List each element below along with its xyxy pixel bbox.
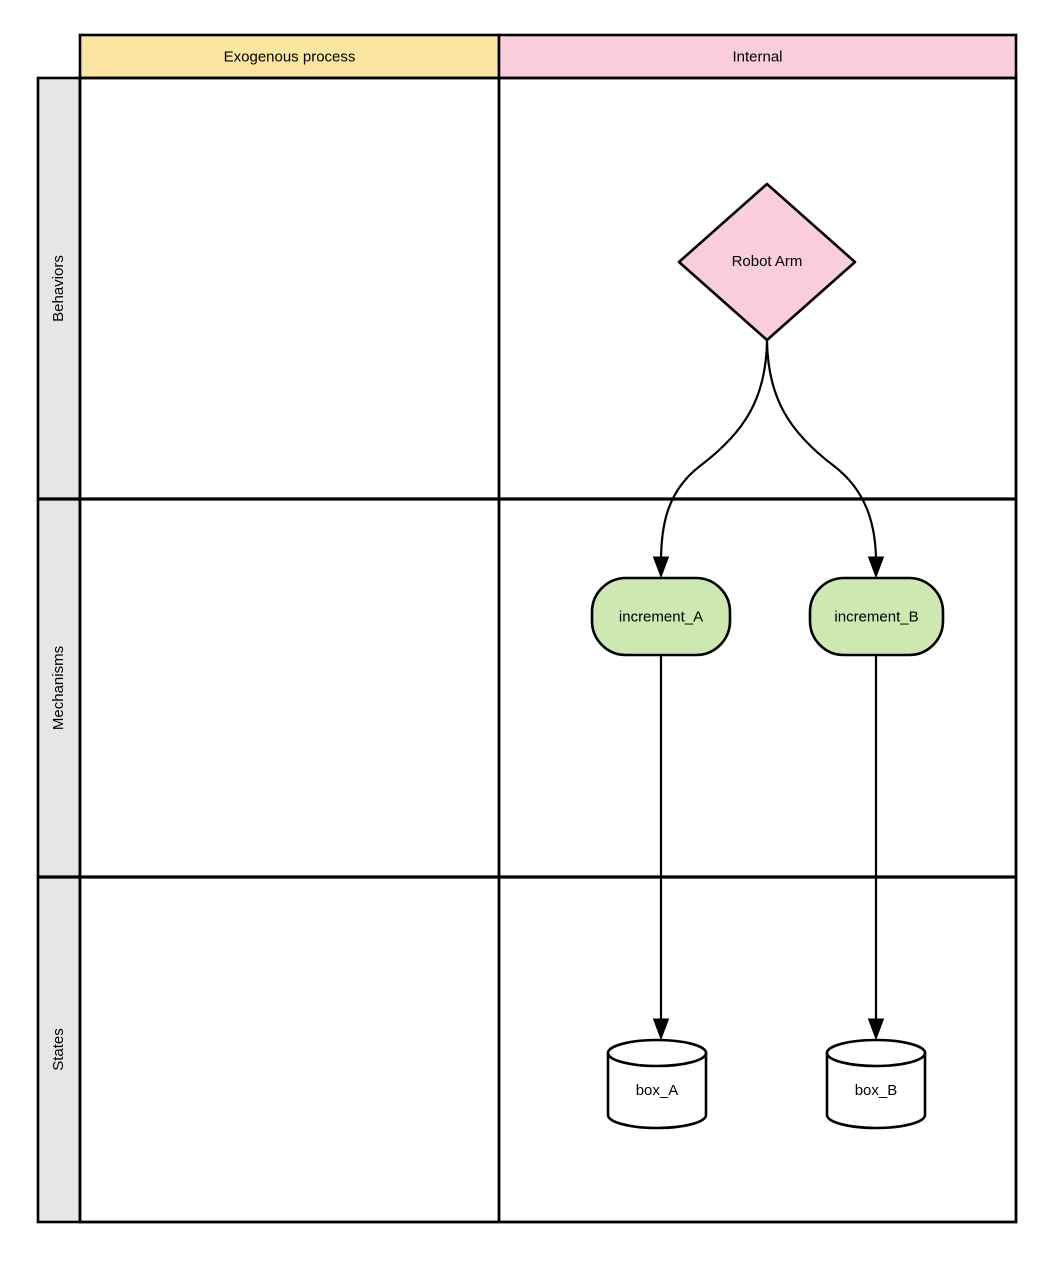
edge-robot-arm-to-increment-a-path [659, 340, 769, 563]
row-label-states-fill [36, 875, 82, 1224]
edge-increment-b-to-box-b-arrowhead [867, 1018, 885, 1041]
edge-robot-arm-to-increment-b-path [765, 340, 878, 563]
row-label-behaviors: Behaviors [50, 255, 67, 322]
edge-robot-arm-to-increment-b-arrowhead [867, 556, 885, 579]
row-label-states: States [50, 1028, 67, 1071]
column-header-internal-fill [497, 33, 1018, 80]
row-label-mechanisms: Mechanisms [50, 646, 67, 730]
cell-states-exogenous [80, 877, 499, 1222]
node-box-b[interactable]: box_B [825, 1038, 927, 1130]
edge-increment-b-to-box-b [867, 655, 885, 1041]
grid-outer-border [78, 76, 1018, 1224]
node-increment-b[interactable]: increment_B [808, 576, 945, 657]
node-box-b-cylinder-top [825, 1038, 927, 1068]
node-increment-a-label: increment_A [619, 608, 703, 625]
edge-increment-a-to-box-a-arrowhead [652, 1018, 670, 1041]
cell-states-internal [499, 877, 1016, 1222]
column-header-exogenous-fill [78, 33, 501, 80]
node-increment-b-rect[interactable] [808, 576, 945, 657]
node-increment-b-label: increment_B [834, 608, 918, 625]
edge-increment-a-to-box-a [652, 655, 670, 1041]
cell-behaviors-exogenous [80, 78, 499, 499]
cell-mechanisms-internal [499, 499, 1016, 877]
node-box-a-label: box_A [636, 1082, 679, 1099]
node-box-a-cylinder-body[interactable] [606, 1051, 708, 1130]
node-robot-arm-diamond[interactable] [677, 182, 857, 342]
edge-robot-arm-to-increment-a-arrowhead [652, 556, 670, 579]
node-box-b-label: box_B [855, 1082, 898, 1099]
node-increment-a[interactable]: increment_A [590, 576, 732, 657]
node-robot-arm[interactable]: Robot Arm [677, 182, 857, 342]
edge-robot-arm-to-increment-b [765, 340, 885, 579]
edge-robot-arm-to-increment-a [652, 340, 769, 579]
cell-mechanisms-exogenous [80, 499, 499, 877]
node-increment-a-rect[interactable] [590, 576, 732, 657]
column-header-internal-label: Internal [732, 48, 782, 65]
node-box-b-cylinder-body[interactable] [825, 1051, 927, 1130]
node-robot-arm-label: Robot Arm [732, 253, 803, 270]
column-header-exogenous-label: Exogenous process [224, 48, 356, 65]
node-box-a-cylinder-top [606, 1038, 708, 1068]
node-box-a[interactable]: box_A [606, 1038, 708, 1130]
